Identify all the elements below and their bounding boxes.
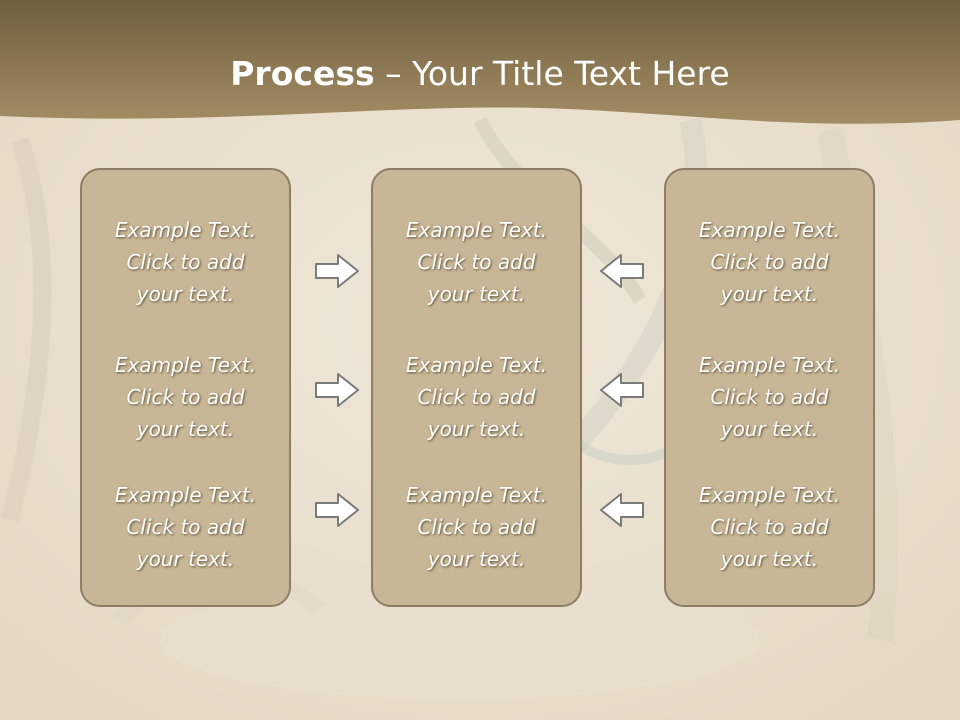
left-arrow-icon <box>600 373 644 407</box>
text-placeholder[interactable]: Example Text. Click to add your text. <box>698 218 841 306</box>
column-left[interactable]: Example Text. Click to add your text. Ex… <box>80 168 291 607</box>
left-arrow-icon <box>600 254 644 288</box>
text-placeholder[interactable]: Example Text. Click to add your text. <box>405 353 548 441</box>
text-placeholder[interactable]: Example Text. Click to add your text. <box>698 483 841 571</box>
text-placeholder[interactable]: Example Text. Click to add your text. <box>698 353 841 441</box>
left-arrow-icon <box>600 493 644 527</box>
right-arrow-icon <box>315 373 359 407</box>
text-placeholder[interactable]: Example Text. Click to add your text. <box>405 218 548 306</box>
right-arrow-icon <box>315 493 359 527</box>
text-placeholder[interactable]: Example Text. Click to add your text. <box>114 483 257 571</box>
text-placeholder[interactable]: Example Text. Click to add your text. <box>405 483 548 571</box>
title-bold: Process <box>230 54 375 93</box>
text-placeholder[interactable]: Example Text. Click to add your text. <box>114 353 257 441</box>
right-arrow-icon <box>315 254 359 288</box>
slide-title[interactable]: Process – Your Title Text Here <box>0 52 960 96</box>
text-placeholder[interactable]: Example Text. Click to add your text. <box>114 218 257 306</box>
column-center[interactable]: Example Text. Click to add your text. Ex… <box>371 168 582 607</box>
header-band <box>0 0 960 124</box>
column-right[interactable]: Example Text. Click to add your text. Ex… <box>664 168 875 607</box>
title-rest: – Your Title Text Here <box>374 54 730 93</box>
